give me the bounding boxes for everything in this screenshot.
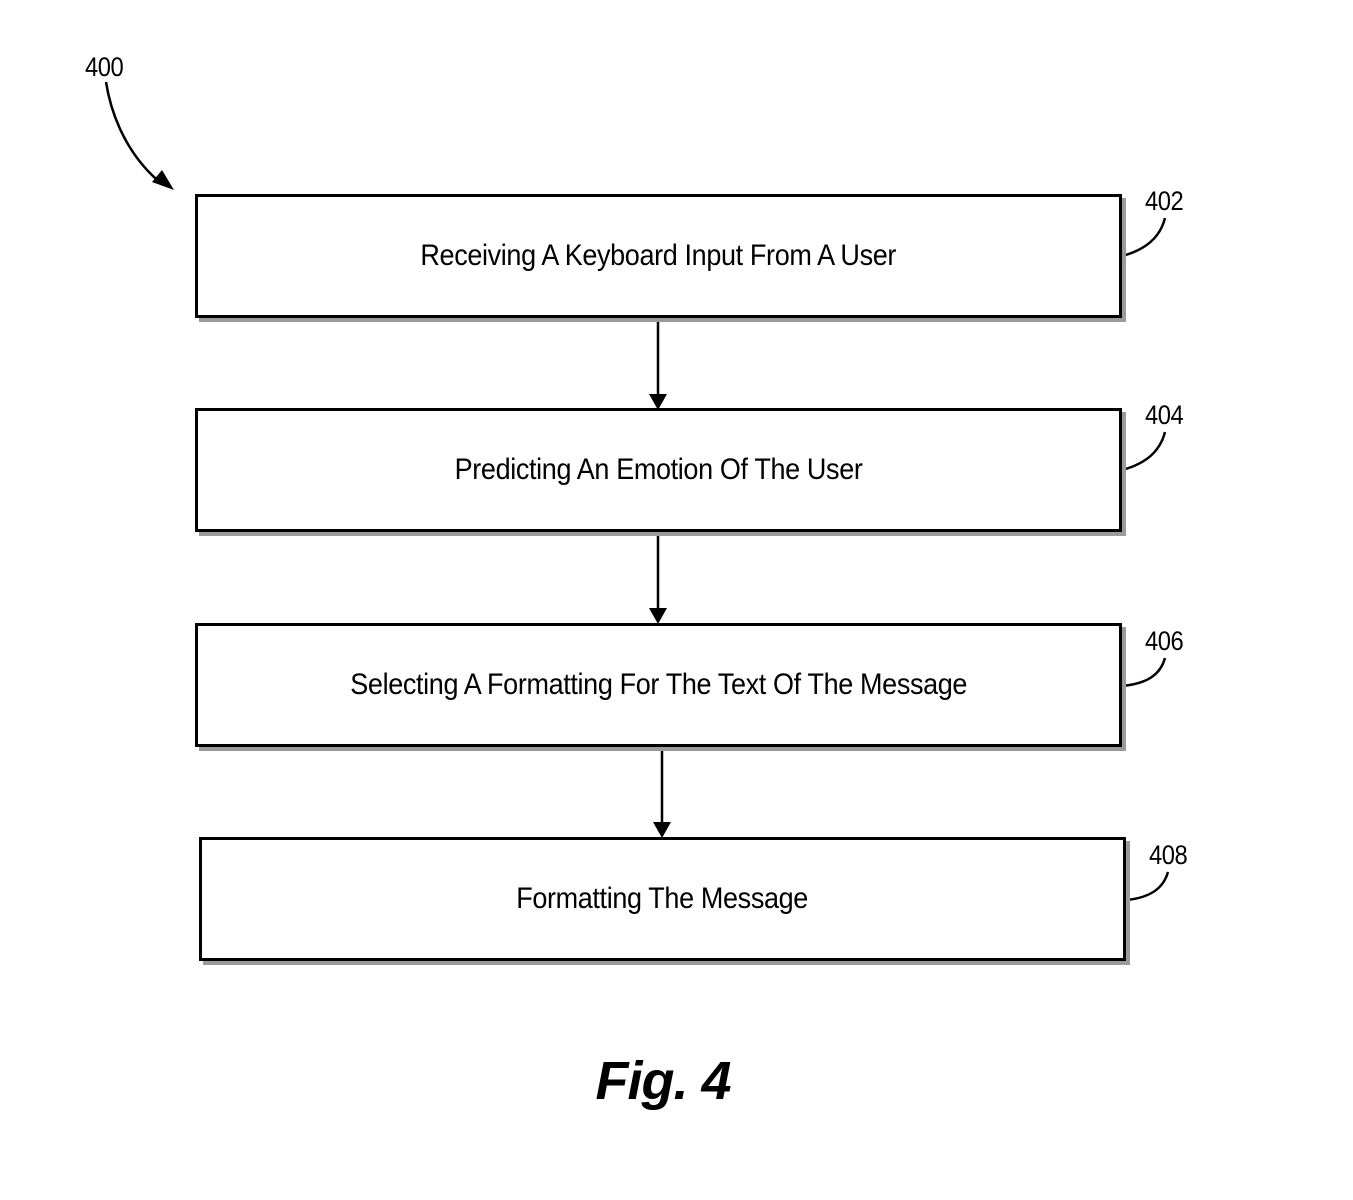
step-label-408: Formatting The Message: [516, 882, 809, 915]
ref-label-404: 404: [1145, 400, 1184, 430]
ref-label-408: 408: [1149, 840, 1188, 870]
arrowhead-406-to-408: [653, 822, 671, 838]
arrowhead-404-to-406: [649, 608, 667, 624]
leader-line-406: [1121, 657, 1167, 688]
figure-caption: Fig. 4: [595, 1051, 731, 1111]
ref-label-406: 406: [1145, 626, 1184, 656]
arrowhead-402-to-404: [649, 394, 667, 410]
ref-label-402: 402: [1145, 186, 1184, 216]
step-box-404: Predicting An Emotion Of The User: [195, 408, 1122, 532]
ref-400-arrowhead: [152, 170, 174, 190]
leader-line-402: [1121, 217, 1167, 258]
ref-label-400: 400: [85, 52, 124, 82]
step-box-408: Formatting The Message: [199, 837, 1126, 961]
leader-line-404: [1121, 431, 1167, 472]
step-box-406: Selecting A Formatting For The Text Of T…: [195, 623, 1122, 747]
leader-line-408: [1125, 871, 1170, 902]
step-label-404: Predicting An Emotion Of The User: [454, 453, 863, 486]
step-label-402: Receiving A Keyboard Input From A User: [420, 239, 897, 272]
step-box-402: Receiving A Keyboard Input From A User: [195, 194, 1122, 318]
ref-400-pointer-arrow: [104, 81, 163, 185]
step-label-406: Selecting A Formatting For The Text Of T…: [350, 668, 967, 701]
